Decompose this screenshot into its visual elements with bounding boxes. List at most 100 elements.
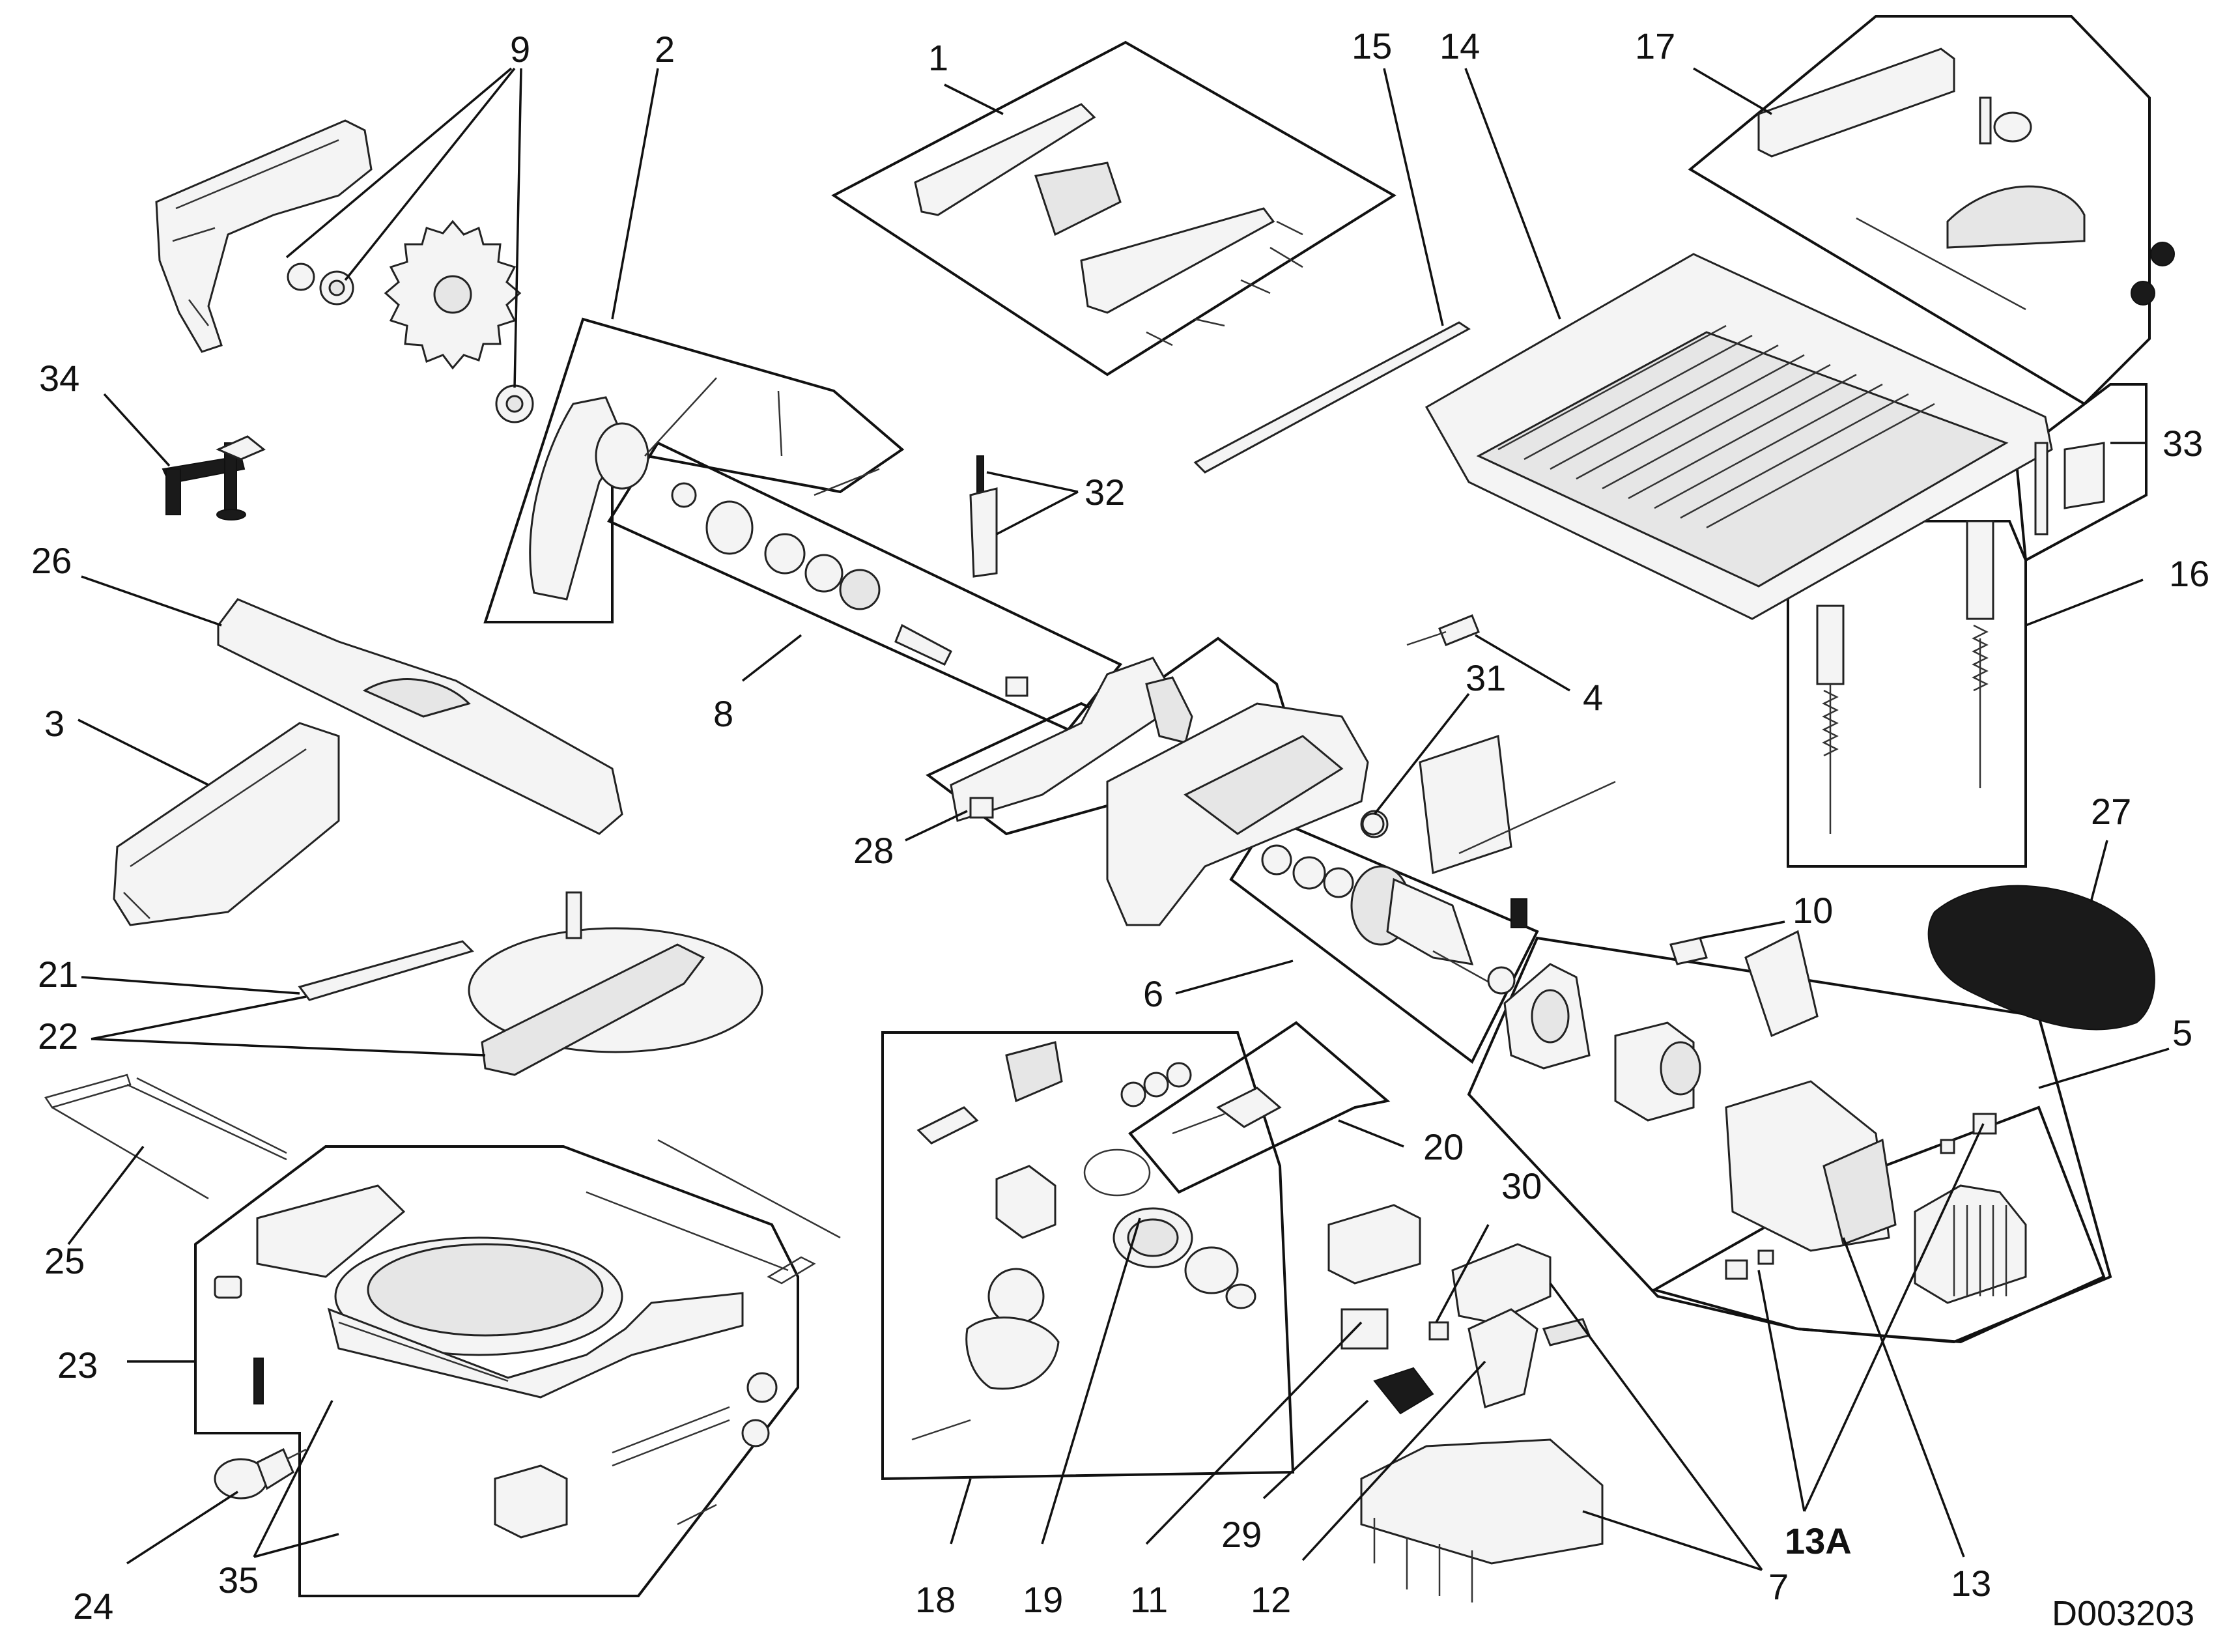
callout-30: 30 [1501, 1165, 1542, 1206]
callout-2: 2 [655, 29, 675, 70]
callout-14: 14 [1439, 25, 1480, 66]
leader-15 [1383, 68, 1444, 326]
leader-1 [944, 83, 1004, 115]
callout-15: 15 [1352, 25, 1392, 66]
pin-part [969, 455, 998, 578]
callout-17: 17 [1635, 25, 1675, 66]
callout-31: 31 [1466, 657, 1506, 698]
handle-body-part [950, 657, 1193, 822]
leader-35a [253, 1400, 333, 1558]
switch-housing-part [1327, 1204, 1604, 1602]
leader-18 [950, 1478, 972, 1545]
callout-6: 6 [1143, 973, 1163, 1014]
leader-3 [78, 719, 209, 786]
callout-23: 23 [57, 1345, 98, 1386]
leader-25 [67, 1145, 145, 1246]
callout-19: 19 [1023, 1579, 1063, 1620]
lock-lever-part [1172, 1087, 1282, 1135]
leader-9c [513, 68, 522, 388]
blade-guard-part [155, 119, 373, 353]
fence-part [1757, 48, 2175, 311]
callout-34: 34 [39, 358, 79, 399]
leader-29 [1262, 1399, 1369, 1500]
leader-2 [611, 68, 659, 320]
extension-rod-part [44, 1074, 841, 1285]
leader-5 [2038, 1047, 2170, 1089]
leader-27 [2090, 840, 2108, 903]
table-top-part [1425, 253, 2053, 620]
leader-13a-b [1803, 1123, 1985, 1512]
lower-guard-part [914, 103, 1303, 347]
callout-21: 21 [38, 954, 78, 995]
leader-7b [1582, 1510, 1763, 1571]
base-part [214, 1184, 778, 1539]
leader-31 [1373, 692, 1470, 816]
leader-22a [91, 995, 307, 1040]
leader-6 [1175, 960, 1294, 995]
leader-30 [1435, 1224, 1490, 1323]
leader-12 [1301, 1360, 1486, 1561]
gear-shaft-part [671, 482, 1028, 697]
leader-14 [1464, 68, 1561, 320]
turntable-part [298, 891, 763, 1076]
leader-26 [81, 575, 222, 627]
leader-32a [986, 471, 1079, 493]
callout-7: 7 [1768, 1566, 1789, 1607]
leader-9a [285, 67, 513, 259]
callout-13a: 13A [1785, 1520, 1852, 1561]
leader-16 [2025, 578, 2144, 627]
upper-guard-plate [217, 598, 623, 835]
nut-part [1361, 812, 1385, 836]
callout-5: 5 [2172, 1012, 2192, 1053]
armature-part [1261, 844, 1527, 995]
dust-bag-part [1927, 885, 2155, 1031]
rail-part [1193, 321, 1471, 474]
callout-1: 1 [928, 37, 948, 78]
leader-10 [1699, 920, 1785, 939]
spring-part [1083, 1062, 1256, 1309]
knob-part [214, 1447, 307, 1500]
callout-26: 26 [31, 540, 72, 581]
callout-22: 22 [38, 1016, 78, 1057]
dust-chute-part [113, 722, 340, 926]
callout-labels: 1 2 3 4 5 6 7 8 9 10 11 12 13 13A 14 15 … [31, 25, 2209, 1627]
group-outline-2 [483, 317, 905, 623]
callout-27: 27 [2091, 791, 2131, 832]
clamp-part [162, 435, 266, 520]
leader-35b [253, 1533, 339, 1558]
leader-17 [1693, 67, 1772, 115]
leader-22b [91, 1038, 486, 1057]
group-outline-33 [2014, 383, 2148, 563]
callout-9: 9 [510, 29, 530, 70]
callout-16: 16 [2169, 553, 2209, 594]
leader-20 [1338, 1119, 1404, 1148]
stator-part [1503, 963, 1897, 1252]
leader-7a [1549, 1282, 1763, 1571]
callout-13: 13 [1951, 1563, 1991, 1604]
callout-28: 28 [853, 830, 894, 871]
leader-13 [1842, 1237, 1965, 1558]
switch-box-part [1725, 1113, 2027, 1304]
callout-12: 12 [1251, 1579, 1291, 1620]
leader-11 [1145, 1321, 1363, 1545]
gear-housing-part [911, 1041, 1063, 1441]
callout-24: 24 [73, 1586, 113, 1627]
leader-21 [81, 976, 300, 995]
callout-35: 35 [218, 1559, 259, 1601]
arm-part [529, 377, 880, 601]
brush-holder-part [1669, 930, 1819, 1038]
cord-clamp-part [1406, 614, 1480, 646]
group-outline-23 [194, 1145, 799, 1597]
leader-28 [905, 810, 968, 842]
callout-33: 33 [2162, 423, 2203, 464]
document-id: D003203 [2052, 1594, 2194, 1633]
callout-3: 3 [44, 703, 64, 744]
callout-10: 10 [1793, 890, 1833, 931]
callout-32: 32 [1085, 472, 1125, 513]
saw-blade-part [287, 220, 534, 423]
leader-4 [1475, 634, 1570, 692]
callout-25: 25 [44, 1240, 85, 1281]
leader-9b [344, 67, 516, 281]
group-outline-1 [831, 40, 1396, 377]
